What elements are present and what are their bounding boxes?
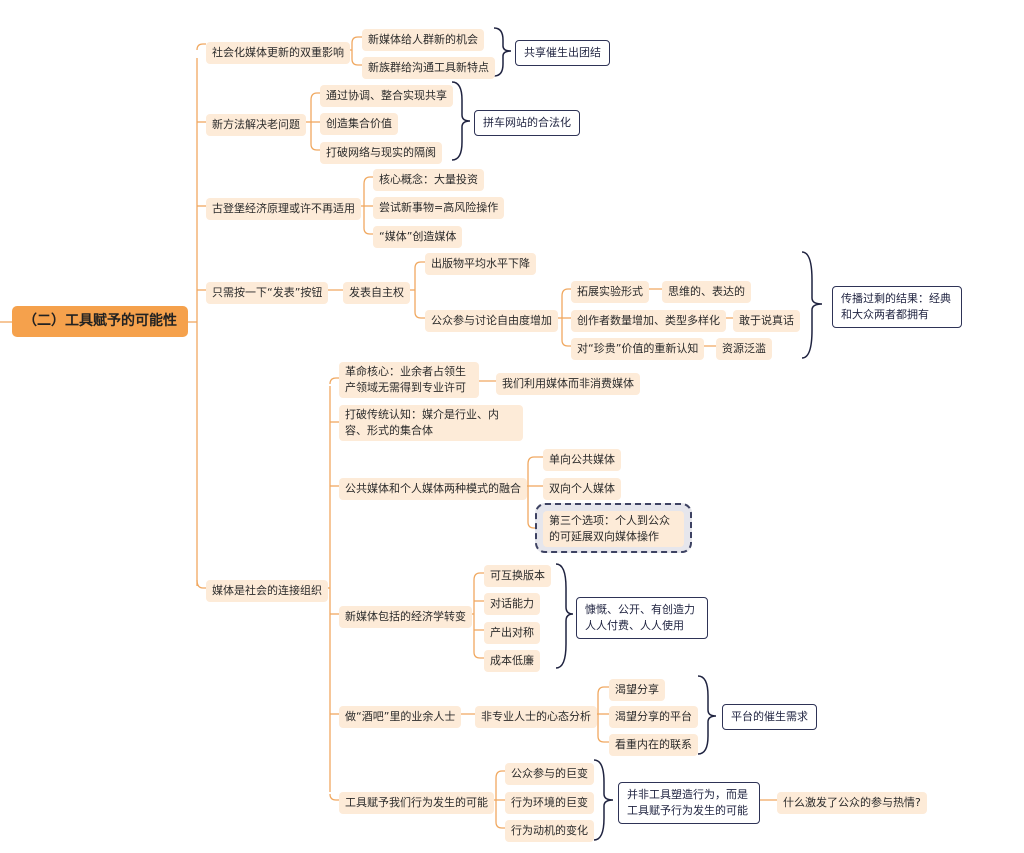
node-publish-autonomy[interactable]: 发表自主权 [343,282,410,304]
node-use-not-consume[interactable]: 我们利用媒体而非消费媒体 [496,373,640,395]
node-symmetric[interactable]: 产出对称 [484,622,540,644]
summary-platform-demand[interactable]: 平台的催生需求 [722,704,817,730]
node-motive-change[interactable]: 行为动机的变化 [505,820,594,842]
summary-generous-open[interactable]: 慷慨、公开、有创造力人人付费、人人使用 [576,597,708,639]
summary-tool-behavior[interactable]: 并非工具塑造行为，而是工具赋予行为发生的可能 [618,782,760,824]
node-speak-truth[interactable]: 敢于说真话 [733,310,800,332]
node-revolution-core[interactable]: 革命核心：业余者占领生产领域无需得到专业许可 [339,362,479,398]
node-break-barrier[interactable]: 打破网络与现实的隔阂 [320,142,442,164]
node-question-motivation[interactable]: 什么激发了公众的参与热情? [777,792,927,814]
node-inner-connection[interactable]: 看重内在的联系 [609,734,698,756]
node-new-features[interactable]: 新族群给沟通工具新特点 [362,57,495,79]
node-break-perception[interactable]: 打破传统认知：媒介是行业、内容、形式的集合体 [339,405,523,441]
branch-gutenberg[interactable]: 古登堡经济原理或许不再适用 [206,198,361,220]
summary-solidarity[interactable]: 共享催生出团结 [515,40,610,66]
node-environment-change[interactable]: 行为环境的巨变 [505,792,594,814]
node-resource-flood[interactable]: 资源泛滥 [716,338,772,360]
node-two-way-personal[interactable]: 双向个人媒体 [543,478,621,500]
node-thought-expression[interactable]: 思维的、表达的 [662,281,751,303]
node-want-share[interactable]: 渴望分享 [609,679,665,701]
node-bar-amateur[interactable]: 做“酒吧”里的业余人士 [339,706,462,728]
node-tool-enable[interactable]: 工具赋予我们行为发生的可能 [339,792,494,814]
node-interchangeable[interactable]: 可互换版本 [484,565,551,587]
branch-media-social-tissue[interactable]: 媒体是社会的连接组织 [206,580,328,602]
node-media-create[interactable]: “媒体”创造媒体 [373,226,463,248]
node-quality-drop[interactable]: 出版物平均水平下降 [425,253,536,275]
node-one-way-public[interactable]: 单向公共媒体 [543,449,621,471]
node-amateur-mindset[interactable]: 非专业人士的心态分析 [475,706,597,728]
node-low-cost[interactable]: 成本低廉 [484,650,540,672]
node-third-option[interactable]: 第三个选项：个人到公众的可延展双向媒体操作 [543,511,684,547]
summary-overflow-result[interactable]: 传播过剩的结果：经典和大众两者都拥有 [832,286,962,328]
node-media-fusion[interactable]: 公共媒体和个人媒体两种模式的融合 [339,478,527,500]
branch-social-media-impact[interactable]: 社会化媒体更新的双重影响 [206,42,350,64]
node-collective-value[interactable]: 创造集合价值 [320,113,398,135]
node-creators-increase[interactable]: 创作者数量增加、类型多样化 [571,310,726,332]
node-participation-change[interactable]: 公众参与的巨变 [505,763,594,785]
node-core-concept[interactable]: 核心概念：大量投资 [373,169,484,191]
summary-carpool[interactable]: 拼车网站的合法化 [474,110,580,136]
node-coordinate-share[interactable]: 通过协调、整合实现共享 [320,85,453,107]
node-share-platform[interactable]: 渴望分享的平台 [609,706,698,728]
branch-new-methods[interactable]: 新方法解决老问题 [206,114,306,136]
node-experiment-forms[interactable]: 拓展实验形式 [571,281,649,303]
node-value-rethink[interactable]: 对“珍贵”价值的重新认知 [571,338,705,360]
node-economic-shift[interactable]: 新媒体包括的经济学转变 [339,606,472,628]
root-topic[interactable]: （二）工具赋予的可能性 [12,306,188,337]
node-dialogue[interactable]: 对话能力 [484,593,540,615]
branch-publish-button[interactable]: 只需按一下“发表”按钮 [206,282,329,304]
node-public-freedom[interactable]: 公众参与讨论自由度增加 [425,310,558,332]
node-high-risk[interactable]: 尝试新事物=高风险操作 [373,197,505,219]
node-new-opportunity[interactable]: 新媒体给人群新的机会 [362,29,484,51]
